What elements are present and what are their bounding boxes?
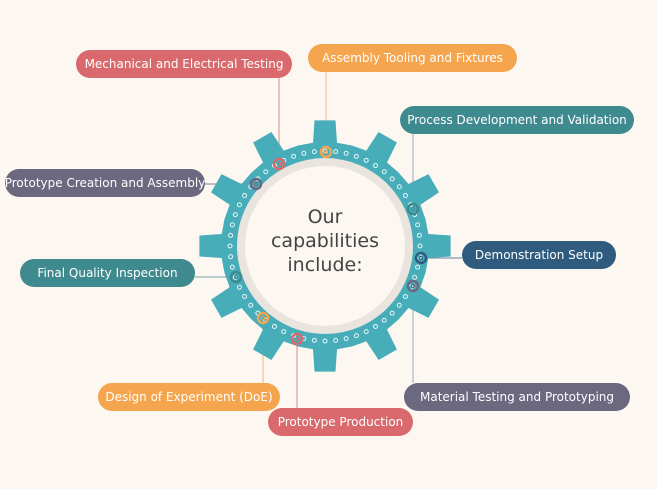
ring-dot — [381, 169, 387, 175]
ring-dot — [227, 243, 233, 249]
ring-dot — [311, 149, 317, 155]
ring-dot — [373, 163, 379, 169]
ring-dot — [228, 232, 234, 238]
marker-dot — [410, 283, 416, 289]
ring-dot — [389, 176, 395, 182]
marker-circle — [406, 202, 420, 216]
ring-dot — [396, 184, 402, 190]
center-line: include: — [287, 254, 363, 276]
ring-dot — [232, 212, 238, 218]
center-title: Our capabilities include: — [245, 205, 405, 277]
ring-dot — [229, 264, 235, 270]
ring-dot — [236, 284, 242, 290]
marker-dot — [294, 336, 300, 342]
ring-dot — [343, 336, 349, 342]
marker-dot — [253, 181, 259, 187]
marker-circle — [290, 332, 304, 346]
label-mechanical-electrical-testing: Mechanical and Electrical Testing — [76, 50, 292, 78]
ring-dot — [311, 337, 317, 343]
ring-dot — [229, 222, 235, 228]
marker-circle — [249, 177, 263, 191]
ring-dot — [301, 150, 307, 156]
ring-dot — [343, 150, 349, 156]
ring-dot — [353, 333, 359, 339]
label-design-of-experiment: Design of Experiment (DoE) — [98, 383, 280, 411]
ring-dot — [236, 202, 242, 208]
ring-dot — [271, 323, 277, 329]
ring-dot — [322, 338, 328, 344]
label-prototype-creation: Prototype Creation and Assembly — [5, 169, 205, 197]
ring-dot — [353, 153, 359, 159]
ring-dot — [381, 317, 387, 323]
label-assembly-tooling: Assembly Tooling and Fixtures — [308, 44, 517, 72]
label-demonstration-setup: Demonstration Setup — [462, 241, 616, 269]
ring-dot — [333, 337, 339, 343]
ring-dot — [402, 192, 408, 198]
label-material-testing: Material Testing and Prototyping — [404, 383, 630, 411]
ring-dot — [291, 153, 297, 159]
marker-dot — [276, 161, 282, 167]
ring-dot — [363, 157, 369, 163]
ring-dot — [242, 192, 248, 198]
marker-dot — [260, 315, 266, 321]
ring-dot — [396, 302, 402, 308]
ring-dot — [389, 310, 395, 316]
marker-circle — [319, 145, 333, 159]
marker-circle — [272, 157, 286, 171]
marker-dot — [323, 149, 329, 155]
marker-circle — [414, 251, 428, 265]
label-final-quality-inspection: Final Quality Inspection — [20, 259, 195, 287]
inner-circle — [245, 166, 405, 326]
label-prototype-production: Prototype Production — [268, 408, 413, 436]
ring-dot — [412, 274, 418, 280]
center-line: capabilities — [270, 230, 379, 252]
ring-dot — [281, 329, 287, 335]
marker-dot — [418, 255, 424, 261]
ring-dot — [416, 232, 422, 238]
marker-circle — [256, 311, 270, 325]
markers — [229, 145, 428, 346]
ring-dot — [415, 222, 421, 228]
ring-dot — [333, 149, 339, 155]
center-line: Our — [307, 206, 343, 228]
ring-dot — [373, 323, 379, 329]
marker-dot — [233, 274, 239, 280]
ring-dot — [291, 333, 297, 339]
ring-dot — [263, 169, 269, 175]
marker-dot — [410, 206, 416, 212]
ring-dot — [228, 254, 234, 260]
ring-dot — [248, 302, 254, 308]
ring-dot — [242, 294, 248, 300]
label-process-development: Process Development and Validation — [400, 106, 634, 134]
ring-dot — [417, 243, 423, 249]
marker-circle — [229, 270, 243, 284]
ring-dot — [415, 264, 421, 270]
marker-circle — [406, 279, 420, 293]
ring-dot — [402, 294, 408, 300]
ring-dot — [363, 329, 369, 335]
